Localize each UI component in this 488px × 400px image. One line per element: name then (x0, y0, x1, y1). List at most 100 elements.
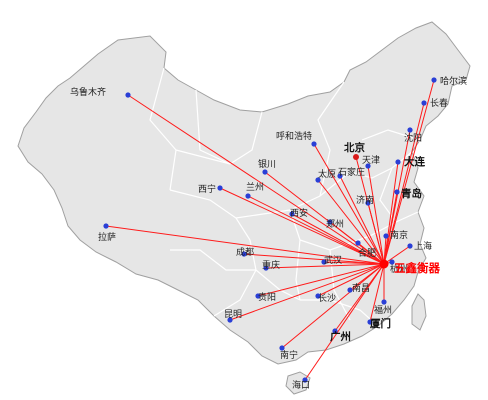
hainan-shape (285, 371, 311, 395)
city-dot-guiyang (255, 293, 261, 299)
mainland-shape (17, 21, 471, 365)
city-label-lhasa: 拉萨 (98, 231, 116, 243)
hub-label: 五鑫衡器 (394, 261, 440, 275)
city-label-changsha: 长沙 (318, 292, 336, 304)
city-label-nanjing: 南京 (390, 229, 408, 241)
route-lanzhou (247, 195, 385, 265)
route-changchun (383, 102, 425, 265)
city-dot-chongqing (263, 265, 269, 271)
city-label-changchun: 长春 (430, 97, 448, 109)
route-jinan (367, 202, 385, 265)
city-label-wuhan: 武汉 (324, 254, 342, 266)
route-tianjin (367, 165, 385, 265)
hub-marker: 五鑫衡器 (379, 259, 440, 275)
city-dot-urumqi (125, 92, 131, 98)
city-dot-nanning (279, 345, 285, 351)
city-dot-dalian (395, 159, 401, 165)
route-nanjing (383, 235, 387, 265)
city-label-guangzhou: 广州 (330, 330, 351, 343)
city-label-dalian: 大连 (404, 155, 425, 168)
city-label-jinan: 济南 (356, 194, 374, 206)
city-dot-taiyuan (315, 177, 321, 183)
city-label-beijing: 北京 (344, 141, 365, 154)
city-label-tianjin: 天津 (362, 155, 380, 166)
city-dot-jinan (365, 200, 371, 206)
route-kunming (229, 263, 385, 321)
route-lines (105, 79, 435, 381)
city-label-yinchuan: 银川 (258, 158, 276, 170)
route-shijiazhuang (339, 175, 385, 265)
city-dot-xian (289, 211, 295, 217)
city-dot-beijing (353, 154, 359, 160)
city-dot-hangzhou (389, 259, 395, 265)
city-label-taiyuan: 太原 (318, 168, 336, 180)
route-dalian (383, 161, 399, 265)
city-dot-xining (217, 185, 223, 191)
city-label-guiyang: 贵阳 (258, 291, 276, 303)
city-label-lanzhou: 兰州 (246, 181, 264, 193)
city-label-zhengzhou: 郑州 (326, 218, 344, 230)
city-label-harbin: 哈尔滨 (440, 75, 467, 87)
city-label-shenyang: 沈阳 (404, 132, 422, 144)
city-dot-shenyang (407, 127, 413, 133)
route-hefei (357, 242, 385, 265)
city-label-xian: 西安 (290, 207, 308, 219)
route-xining (219, 187, 385, 265)
route-chongqing (265, 263, 385, 269)
route-qingdao (383, 191, 398, 265)
city-label-qingdao: 青岛 (401, 187, 422, 200)
route-nanning (281, 263, 385, 349)
city-dot-lhasa (103, 223, 109, 229)
city-dot-yinchuan (262, 169, 268, 175)
city-label-xining: 西宁 (198, 183, 216, 195)
route-haikou (304, 263, 385, 381)
city-label-xiamen: 厦门 (370, 317, 391, 330)
city-dot-shanghai (407, 243, 413, 249)
route-guiyang (257, 263, 385, 297)
route-chengdu (243, 253, 385, 265)
city-label-shanghai: 上海 (414, 240, 432, 252)
city-dot-changsha (315, 293, 321, 299)
route-changsha (317, 263, 385, 297)
route-hohhot (313, 143, 385, 265)
city-dot-haikou (302, 377, 308, 383)
city-dot-nanjing (383, 233, 389, 239)
route-taiyuan (317, 179, 385, 265)
city-dot-tianjin (365, 163, 371, 169)
city-dot-lanzhou (245, 193, 251, 199)
route-xiamen (369, 263, 385, 323)
city-label-shijiazhuang: 石家庄 (338, 166, 365, 178)
city-labels: 乌鲁木齐 哈尔滨长春沈阳大连 北京天津 呼和浩特银川太原石家庄济南 青岛 西宁 兰州西安郑州… (70, 75, 467, 391)
city-dot-wuhan (321, 259, 327, 265)
route-wuhan (323, 261, 385, 265)
city-dot-shijiazhuang (337, 173, 343, 179)
route-shanghai (383, 245, 411, 265)
city-dots (103, 77, 437, 383)
city-dot-harbin (431, 77, 437, 83)
city-dot-xiamen (367, 319, 373, 325)
city-label-kunming: 昆明 (224, 309, 242, 320)
city-dot-changchun (421, 100, 427, 106)
city-dot-chengdu (241, 251, 247, 257)
city-label-chongqing: 重庆 (262, 259, 280, 271)
city-dot-guangzhou (332, 328, 338, 334)
city-label-chengdu: 成都 (236, 246, 254, 258)
taiwan-shape (411, 293, 427, 331)
city-label-fuzhou: 福州 (374, 304, 392, 316)
route-harbin (383, 79, 435, 265)
city-label-hangzhou: 杭州 (390, 263, 408, 275)
city-dot-hohhot (311, 141, 317, 147)
city-label-nanchang: 南昌 (352, 282, 370, 294)
city-label-urumqi: 乌鲁木齐 (70, 86, 106, 98)
city-label-haikou: 海口 (292, 379, 310, 391)
city-label-hohhot: 呼和浩特 (276, 130, 312, 142)
city-label-nanning: 南宁 (280, 349, 298, 361)
city-dot-qingdao (394, 189, 400, 195)
city-dot-fuzhou (381, 299, 387, 305)
route-urumqi (127, 94, 385, 265)
city-dot-kunming (227, 317, 233, 323)
city-label-hefei: 合肥 (358, 247, 376, 259)
route-lhasa (105, 225, 385, 265)
